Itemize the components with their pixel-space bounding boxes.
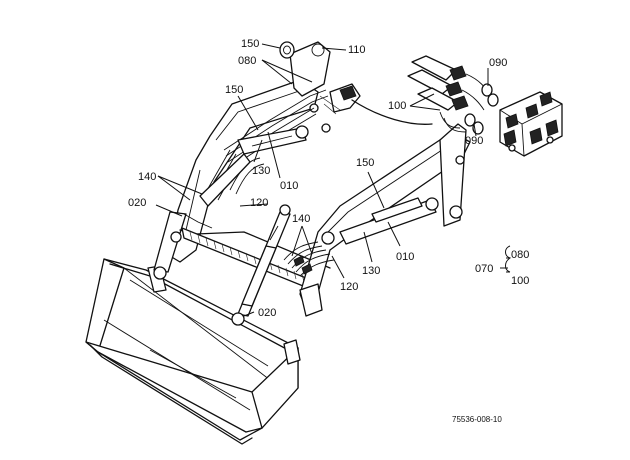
label-090-mid: 090 — [465, 135, 483, 147]
label-120-left: 120 — [250, 197, 268, 209]
label-140-mid: 140 — [292, 213, 310, 225]
part-labels: 150 110 080 090 100 090 150 130 010 140 … — [128, 38, 529, 424]
label-150-right: 150 — [356, 157, 374, 169]
label-090-top: 090 — [489, 57, 507, 69]
label-150-top: 150 — [241, 38, 259, 50]
right-boom-arm — [283, 123, 471, 317]
label-130-left: 130 — [252, 165, 270, 177]
drawing-code: 75536-008-10 — [452, 415, 502, 424]
label-010-left: 010 — [280, 180, 298, 192]
label-100: 100 — [388, 100, 406, 112]
label-130-right: 130 — [362, 265, 380, 277]
label-110: 110 — [348, 44, 366, 56]
label-080-group: 080 — [511, 249, 529, 261]
label-070: 070 — [475, 263, 493, 275]
label-010-right: 010 — [396, 251, 414, 263]
label-140-left: 140 — [138, 171, 156, 183]
label-120-right: 120 — [340, 281, 358, 293]
label-020-bottom: 020 — [258, 307, 276, 319]
bucket-cylinder-center — [231, 204, 291, 326]
bucket — [85, 258, 301, 445]
label-150-left: 150 — [225, 84, 243, 96]
leader-lines — [155, 43, 512, 317]
hydraulic-hoses-to-valve — [351, 55, 499, 135]
label-100-group: 100 — [511, 275, 529, 287]
label-020-left: 020 — [128, 197, 146, 209]
label-080: 080 — [238, 55, 256, 67]
control-valve-block — [499, 91, 563, 157]
left-boom-arm — [153, 41, 361, 280]
